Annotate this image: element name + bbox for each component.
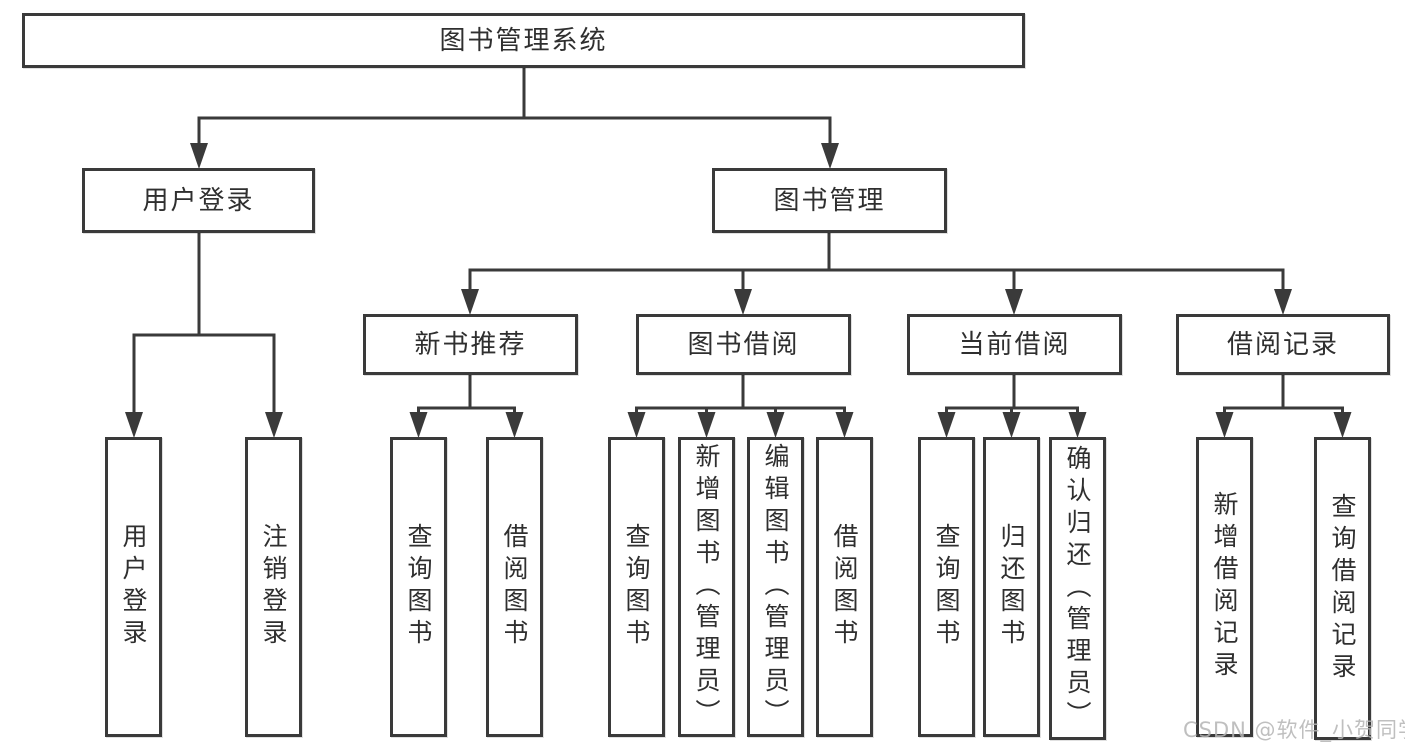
leaf-query-borrow-record: 查询借阅记录: [1314, 437, 1371, 740]
node-label: 用户登录: [142, 185, 255, 216]
leaf-add-book-admin: 新增图书（管理员）: [678, 437, 735, 737]
arrowhead-icon: [1274, 289, 1292, 315]
csdn-watermark: CSDN @软件_小贺同学: [1183, 718, 1405, 742]
node-label: 图书借阅: [687, 329, 800, 360]
node-label: 查询图书: [622, 523, 651, 651]
arrowhead-icon: [734, 289, 752, 315]
leaf-user-login: 用户登录: [105, 437, 162, 737]
node-borrowing-records: 借阅记录: [1176, 314, 1390, 375]
node-current-borrowing: 当前借阅: [907, 314, 1122, 375]
leaf-borrow-books: 借阅图书: [816, 437, 873, 737]
arrowhead-icon: [409, 412, 428, 438]
node-label: 新增借阅记录: [1210, 491, 1239, 683]
leaf-add-borrow-record: 新增借阅记录: [1196, 437, 1253, 737]
node-label: 查询图书: [404, 523, 433, 651]
arrowhead-icon: [835, 412, 854, 438]
arrowhead-icon: [627, 412, 646, 438]
arrowhead-icon: [937, 412, 956, 438]
node-label: 用户登录: [119, 523, 148, 651]
node-new-book-recommendation: 新书推荐: [363, 314, 578, 375]
node-label: 借阅记录: [1226, 329, 1339, 360]
node-label: 新书推荐: [414, 329, 527, 360]
node-label: 当前借阅: [958, 329, 1071, 360]
node-user-login: 用户登录: [82, 168, 315, 233]
leaf-confirm-return-admin: 确认归还（管理员）: [1049, 437, 1106, 740]
arrowhead-icon: [1005, 289, 1023, 315]
arrowhead-icon: [125, 412, 143, 438]
arrowhead-icon: [461, 289, 479, 315]
node-label: 编辑图书（管理员）: [761, 443, 790, 731]
arrowhead-icon: [766, 412, 785, 438]
arrowhead-icon: [505, 412, 524, 438]
node-label: 借阅图书: [830, 523, 859, 651]
arrowhead-icon: [821, 143, 839, 169]
arrowhead-icon: [1002, 412, 1021, 438]
leaf-logout: 注销登录: [245, 437, 302, 737]
leaf-query-books-current: 查询图书: [918, 437, 975, 737]
leaf-return-books: 归还图书: [983, 437, 1040, 737]
leaf-borrow-books-recommend: 借阅图书: [486, 437, 543, 737]
node-label: 查询图书: [932, 523, 961, 651]
node-book-borrowing: 图书借阅: [636, 314, 851, 375]
node-label: 注销登录: [259, 523, 288, 651]
leaf-query-books-recommend: 查询图书: [390, 437, 447, 737]
node-label: 归还图书: [997, 523, 1026, 651]
node-library-management-system: 图书管理系统: [22, 13, 1025, 68]
arrowhead-icon: [1333, 412, 1352, 438]
leaf-edit-book-admin: 编辑图书（管理员）: [747, 437, 804, 737]
arrowhead-icon: [190, 143, 208, 169]
node-label: 图书管理: [773, 185, 886, 216]
arrowhead-icon: [697, 412, 716, 438]
arrowhead-icon: [1068, 412, 1087, 438]
node-label: 借阅图书: [500, 523, 529, 651]
node-label: 查询借阅记录: [1328, 492, 1357, 685]
leaf-query-books-borrow: 查询图书: [608, 437, 665, 737]
arrowhead-icon: [265, 412, 283, 438]
node-book-management: 图书管理: [712, 168, 947, 233]
node-label: 图书管理系统: [439, 25, 608, 56]
node-label: 新增图书（管理员）: [692, 443, 721, 731]
arrowhead-icon: [1215, 412, 1234, 438]
node-label: 确认归还（管理员）: [1063, 444, 1092, 733]
